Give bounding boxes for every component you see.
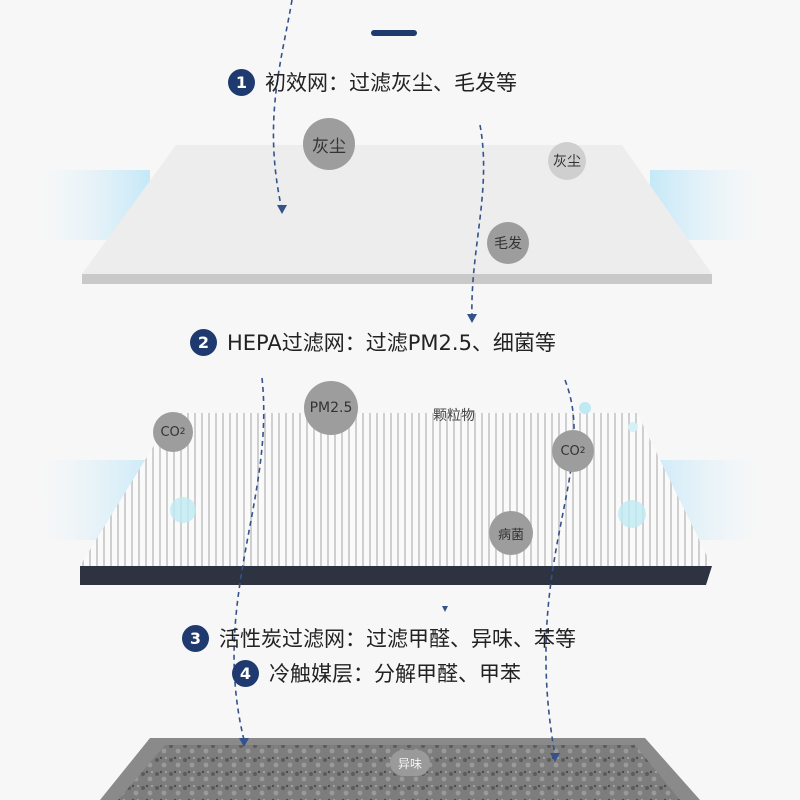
flow-arrows bbox=[233, 0, 575, 756]
droplet-small-1 bbox=[579, 402, 591, 414]
odor-bubble: 异味 bbox=[390, 750, 430, 776]
step-4: 4 冷触媒层：分解甲醛、甲苯 bbox=[232, 658, 521, 688]
step-4-label: 冷触媒层：分解甲醛、甲苯 bbox=[269, 662, 521, 686]
step-1-number: 1 bbox=[228, 68, 255, 96]
droplet-small-2 bbox=[628, 422, 638, 432]
step-3: 3 活性炭过滤网：过滤甲醛、异味、苯等 bbox=[182, 623, 576, 653]
dust-bubble-large: 灰尘 bbox=[303, 118, 355, 170]
header-accent-bar bbox=[371, 30, 417, 36]
step-2-number: 2 bbox=[190, 328, 217, 356]
particles-label: 颗粒物 bbox=[433, 408, 475, 424]
co2-left-sub: 2 bbox=[179, 427, 186, 437]
step-1-label: 初效网：过滤灰尘、毛发等 bbox=[265, 71, 517, 95]
step-1: 1 初效网：过滤灰尘、毛发等 bbox=[228, 67, 517, 97]
step-3-number: 3 bbox=[182, 624, 209, 652]
droplet-left bbox=[170, 497, 196, 523]
step-2-label: HEPA过滤网：过滤PM2.5、细菌等 bbox=[227, 331, 556, 355]
co2-left-text: CO bbox=[160, 424, 180, 440]
co2-right-sub: 2 bbox=[579, 446, 586, 456]
step-4-number: 4 bbox=[232, 659, 259, 687]
dust-bubble-small: 灰尘 bbox=[548, 142, 586, 180]
step-3-label: 活性炭过滤网：过滤甲醛、异味、苯等 bbox=[219, 627, 576, 651]
hair-bubble: 毛发 bbox=[487, 222, 529, 264]
pre-filter-edge bbox=[82, 274, 712, 284]
arrow-heads bbox=[239, 205, 560, 762]
droplet-right bbox=[618, 500, 646, 528]
pre-filter-sheet bbox=[82, 145, 712, 274]
step-2: 2 HEPA过滤网：过滤PM2.5、细菌等 bbox=[190, 327, 556, 357]
co2-right-text: CO bbox=[560, 443, 580, 459]
bacteria-bubble: 病菌 bbox=[489, 511, 533, 555]
pm25-bubble: PM2.5 bbox=[304, 381, 358, 435]
hepa-filter-base bbox=[80, 566, 712, 585]
